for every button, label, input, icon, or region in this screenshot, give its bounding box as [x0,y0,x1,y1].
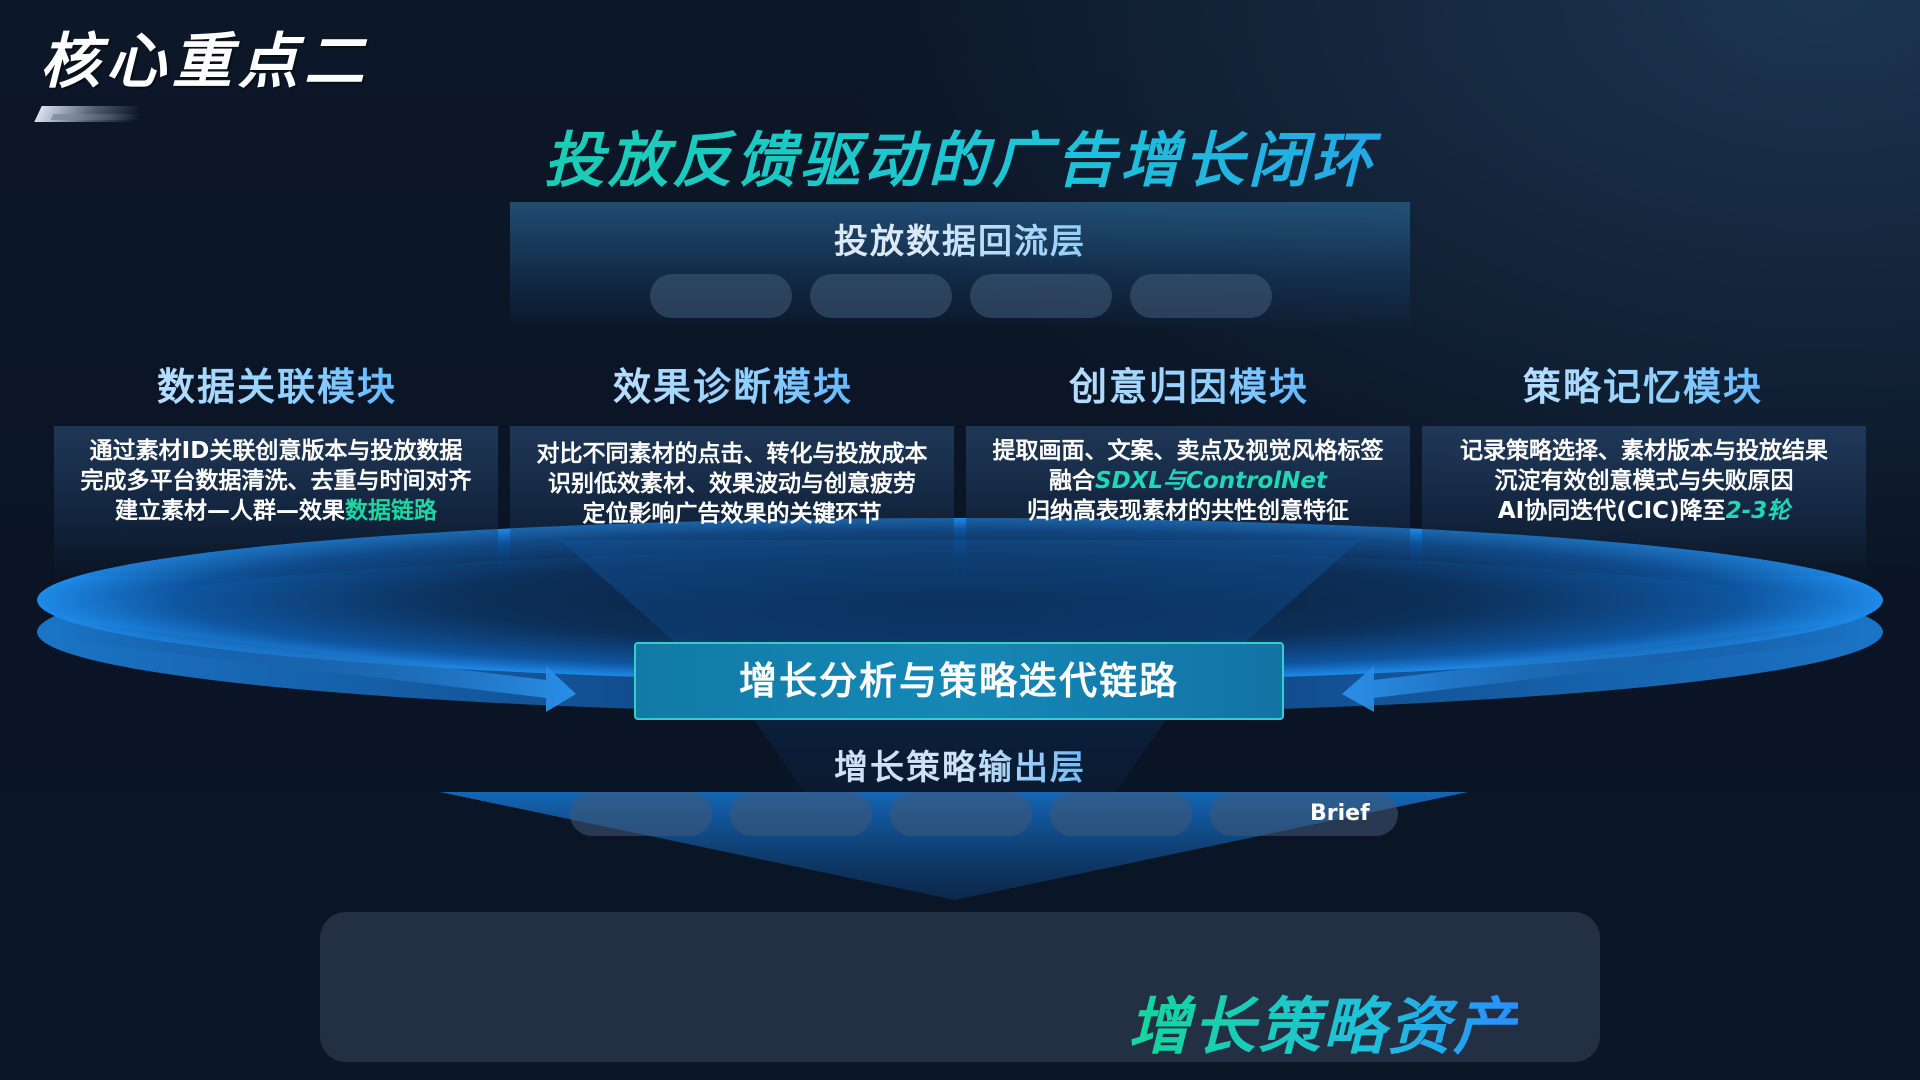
strategy-chain-box: 增长分析与策略迭代链路 [634,642,1284,720]
module-desc-diagnosis: 对比不同素材的点击、转化与投放成本 识别低效素材、效果波动与创意疲劳 定位影响广… [510,439,954,529]
module-card-data-link [54,426,498,576]
strategy-asset-title: 增长策略资产 [1128,976,1518,1066]
module-desc-attribution: 提取画面、文案、卖点及视觉风格标签 融合SDXL与ControlNet 归纳高表… [966,436,1410,526]
module-desc-line: 记录策略选择、素材版本与投放结果 [1460,438,1828,464]
right-arrow [1342,620,1860,712]
module-desc-text: AI协同迭代(CIC)降至 [1497,498,1726,524]
left-arrow [60,620,576,712]
highlight-text: 数据链路 [345,498,437,524]
module-desc-line: AI协同迭代(CIC)降至2-3轮 [1422,496,1866,526]
output-pill [730,792,872,836]
module-desc-line: 完成多平台数据清洗、去重与时间对齐 [80,468,472,494]
module-desc-text: 建立素材—人群—效果 [115,498,345,524]
output-pill-brief: Brief [1210,792,1398,836]
module-card-diagnosis [510,426,954,576]
output-pill [1050,792,1192,836]
main-title: 投放反馈驱动的广告增长闭环 [0,128,1920,194]
feedback-pill [970,274,1112,318]
module-title-data-link: 数据关联模块 [72,356,482,411]
highlight-text: 2-3轮 [1725,498,1791,524]
section-title: 核心重点二 [40,27,370,97]
module-title-attribution: 创意归因模块 [984,356,1394,411]
module-desc-line: 识别低效素材、效果波动与创意疲劳 [548,471,916,497]
module-card-memory [1422,426,1866,576]
strategy-asset-panel [320,912,1600,1062]
module-desc-line: 对比不同素材的点击、转化与投放成本 [536,441,928,467]
output-layer-title: 增长策略输出层 [0,740,1920,789]
module-desc-line: 定位影响广告效果的关键环节 [582,501,882,527]
highlight-text: SDXL与ControlNet [1095,468,1327,494]
module-title-memory: 策略记忆模块 [1438,356,1848,411]
output-pill [890,792,1032,836]
title-underline-shadow [50,114,144,120]
output-pill [570,792,712,836]
module-desc-line: 沉淀有效创意模式与失败原因 [1494,468,1794,494]
feedback-pill [810,274,952,318]
feedback-pill [1130,274,1272,318]
module-desc-line: 融合SDXL与ControlNet [966,466,1410,496]
module-title-diagnosis: 效果诊断模块 [528,356,938,411]
module-desc-line: 通过素材ID关联创意版本与投放数据 [89,438,463,464]
module-card-attribution [966,426,1410,576]
module-desc-line: 归纳高表现素材的共性创意特征 [1027,498,1349,524]
module-desc-data-link: 通过素材ID关联创意版本与投放数据 完成多平台数据清洗、去重与时间对齐 建立素材… [54,436,498,526]
feedback-pill [650,274,792,318]
module-desc-line: 提取画面、文案、卖点及视觉风格标签 [992,438,1384,464]
module-desc-line: 建立素材—人群—效果数据链路 [54,496,498,526]
module-desc-text: 融合 [1049,468,1096,494]
feedback-layer-title: 投放数据回流层 [510,214,1410,263]
module-desc-memory: 记录策略选择、素材版本与投放结果 沉淀有效创意模式与失败原因 AI协同迭代(CI… [1422,436,1866,526]
